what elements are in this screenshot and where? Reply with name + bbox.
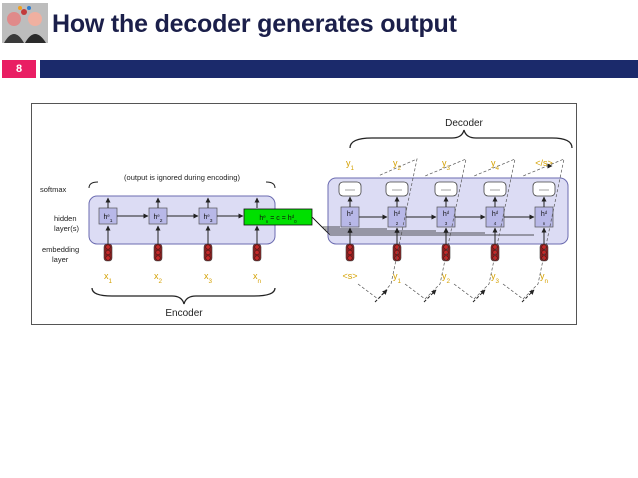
decoder-hidden-sub: 4 — [494, 221, 497, 226]
decoder-hidden-sub: 3 — [445, 221, 448, 226]
encoder-embedding-unit — [254, 255, 260, 261]
encoder-input-token: x2 — [154, 271, 163, 285]
encoder-embedding — [203, 243, 213, 262]
encoder-embedding-unit — [205, 250, 211, 255]
decoder-softmax-box — [483, 181, 507, 197]
decoder-input-token: y3 — [491, 271, 500, 285]
decoder-feedback-arrow — [521, 289, 535, 303]
encoder-embedding-unit — [205, 244, 211, 250]
encoder-embedding — [153, 243, 163, 262]
faces-logo-icon — [2, 3, 48, 43]
decoder-hidden-label: hd — [347, 210, 354, 219]
decoder-softmax-box — [385, 181, 409, 197]
hidden-layer-label-2: layer(s) — [54, 224, 80, 233]
context-fanout-line — [311, 216, 534, 236]
encoder-input-token: xn — [253, 271, 262, 285]
decoder-output-token: y2 — [393, 158, 402, 172]
encoder-embedding-unit — [105, 250, 111, 255]
softmax-label: softmax — [40, 185, 67, 194]
decoder-embedding-unit — [443, 255, 449, 261]
decoder-input-token: y1 — [393, 271, 402, 285]
decoder-feedback-dashed — [453, 158, 516, 300]
decoder-feedback-arrow — [423, 289, 437, 303]
embedding-layer-label: embedding — [42, 245, 79, 254]
encoder-hidden-label: he1 — [104, 213, 113, 224]
encoder-embedding-unit — [105, 244, 111, 250]
decoder-feedback-arrow — [374, 289, 388, 303]
encoder-input-token: x3 — [204, 271, 213, 285]
page-title: How the decoder generates output — [52, 10, 457, 38]
decoder-hidden-label: hd — [492, 210, 499, 219]
decoder-hidden-sub: 2 — [396, 221, 399, 226]
decoder-output-token: y1 — [346, 158, 355, 172]
decoder-input-token: yn — [540, 271, 549, 285]
decoder-softmax-box — [434, 181, 458, 197]
encoder-embedding-unit — [205, 255, 211, 261]
encoder-embedding — [103, 243, 113, 262]
decoder-output-token: </s> — [535, 158, 553, 168]
encoder-embedding-unit — [254, 250, 260, 255]
decoder-embedding-unit — [347, 244, 353, 250]
encoder-label: Encoder — [165, 308, 203, 319]
decoder-feedback-dashed — [502, 158, 565, 300]
decoder-output-token: y4 — [491, 158, 500, 172]
decoder-hidden-label: hd — [443, 210, 450, 219]
decoder-embedding-unit — [347, 255, 353, 261]
decoder-embedding-unit — [394, 255, 400, 261]
decoder-embedding-unit — [394, 250, 400, 255]
decoder-output-token: y3 — [442, 158, 451, 172]
encoder-embedding-unit — [155, 244, 161, 250]
decoder-embedding-unit — [492, 244, 498, 250]
decoder-brace — [349, 129, 573, 149]
slide-number-badge: 8 — [2, 60, 36, 78]
decoder-embedding-unit — [443, 244, 449, 250]
encoder-input-token: x1 — [104, 271, 113, 285]
decoder-hidden-sub: n — [543, 221, 546, 226]
decoder-input-token: <s> — [342, 271, 357, 281]
header-bar — [40, 60, 638, 78]
decoder-embedding-unit — [541, 244, 547, 250]
decoder-embedding — [441, 243, 451, 262]
embedding-layer-label-2: layer — [52, 255, 69, 264]
context-vector-label: hen = c = hd0 — [259, 214, 297, 224]
encoder-embedding-unit — [155, 255, 161, 261]
encoder-embedding-unit — [105, 255, 111, 261]
encoder-hidden-label: he3 — [204, 213, 213, 224]
decoder-embedding-unit — [541, 255, 547, 261]
decoder-feedback-arrow — [472, 289, 486, 303]
ignored-note: (output is ignored during encoding) — [124, 173, 240, 182]
ignored-note-bracket — [88, 181, 276, 189]
decoder-feedback-dashed — [404, 158, 467, 300]
decoder-label: Decoder — [445, 118, 483, 129]
encoder-embedding-unit — [155, 250, 161, 255]
decoder-hidden-label: hd — [541, 210, 548, 219]
encoder-embedding — [252, 243, 262, 262]
decoder-embedding — [345, 243, 355, 262]
decoder-softmax-box — [338, 181, 362, 197]
encoder-embedding-unit — [254, 244, 260, 250]
decoder-embedding — [490, 243, 500, 262]
decoder-embedding-unit — [492, 255, 498, 261]
decoder-hidden-label: hd — [394, 210, 401, 219]
decoder-embedding — [392, 243, 402, 262]
encoder-brace — [91, 287, 276, 305]
hidden-layer-label: hidden — [54, 214, 77, 223]
decoder-embedding-unit — [347, 250, 353, 255]
decoder-softmax-box — [532, 181, 556, 197]
decoder-feedback-dashed — [357, 158, 418, 300]
decoder-embedding-unit — [394, 244, 400, 250]
encoder-hidden-label: he2 — [154, 213, 163, 224]
decoder-input-token: y2 — [442, 271, 451, 285]
decoder-embedding — [539, 243, 549, 262]
decoder-hidden-sub: 1 — [349, 221, 352, 226]
